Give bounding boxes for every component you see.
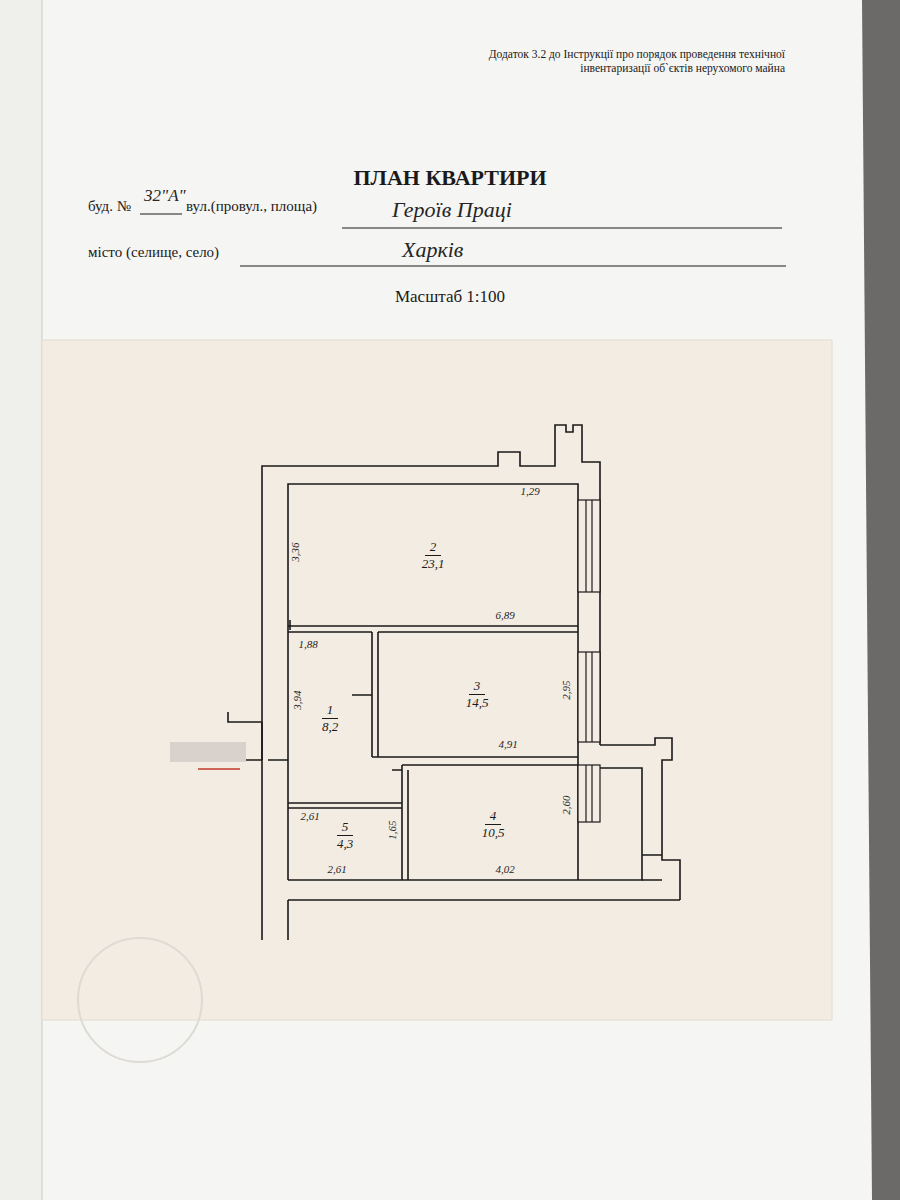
room-number: 3 (469, 678, 486, 695)
room-number: 4 (485, 808, 502, 825)
dimension-label: 2,61 (327, 863, 346, 876)
windows (578, 500, 600, 822)
dimension-label: 3,36 (289, 542, 302, 561)
dimension-label: 4,91 (498, 738, 517, 751)
dimension-label: 1,88 (298, 638, 317, 651)
room-area: 14,5 (466, 695, 489, 711)
appendix-note: Додаток 3.2 до Інструкції про порядок пр… (435, 48, 785, 76)
redacted-area (170, 742, 246, 762)
faint-stamp (78, 938, 202, 1062)
dimension-label: 1,29 (520, 485, 539, 498)
fabric-background (862, 0, 900, 1200)
under-page (0, 0, 42, 1200)
room-area: 10,5 (482, 825, 505, 841)
dimension-label: 2,60 (560, 795, 573, 814)
handwritten-entry: 32"А" (144, 186, 186, 206)
room: 223,1 (290, 486, 576, 624)
room-number: 2 (425, 539, 442, 556)
dimension-label: 1,65 (386, 820, 399, 839)
room: 18,2 (290, 634, 370, 802)
handwritten-entry: Харків (402, 237, 463, 263)
dimension-label: 6,89 (495, 609, 514, 622)
room: 410,5 (410, 770, 576, 878)
red-mark (198, 768, 240, 770)
room-number: 1 (322, 702, 339, 719)
document-title: ПЛАН КВАРТИРИ (353, 165, 546, 191)
dimension-label: 3,94 (291, 690, 304, 709)
dimension-label: 4,02 (495, 863, 514, 876)
room-area: 8,2 (322, 719, 338, 735)
room-area: 4,3 (337, 836, 353, 852)
room-number: 5 (337, 819, 354, 836)
field-label: місто (селище, село) (88, 243, 219, 261)
handwritten-entry: Героїв Праці (392, 197, 512, 223)
scale-note: Масштаб 1:100 (395, 287, 505, 307)
room-area: 23,1 (422, 556, 445, 572)
field-label: буд. № (88, 197, 131, 215)
dimension-label: 2,95 (560, 680, 573, 699)
dimension-label: 2,61 (300, 810, 319, 823)
walls (228, 425, 680, 940)
room: 314,5 (378, 634, 576, 755)
field-label: вул.(провул., площа) (186, 197, 317, 215)
tracing-paper (42, 340, 832, 1020)
